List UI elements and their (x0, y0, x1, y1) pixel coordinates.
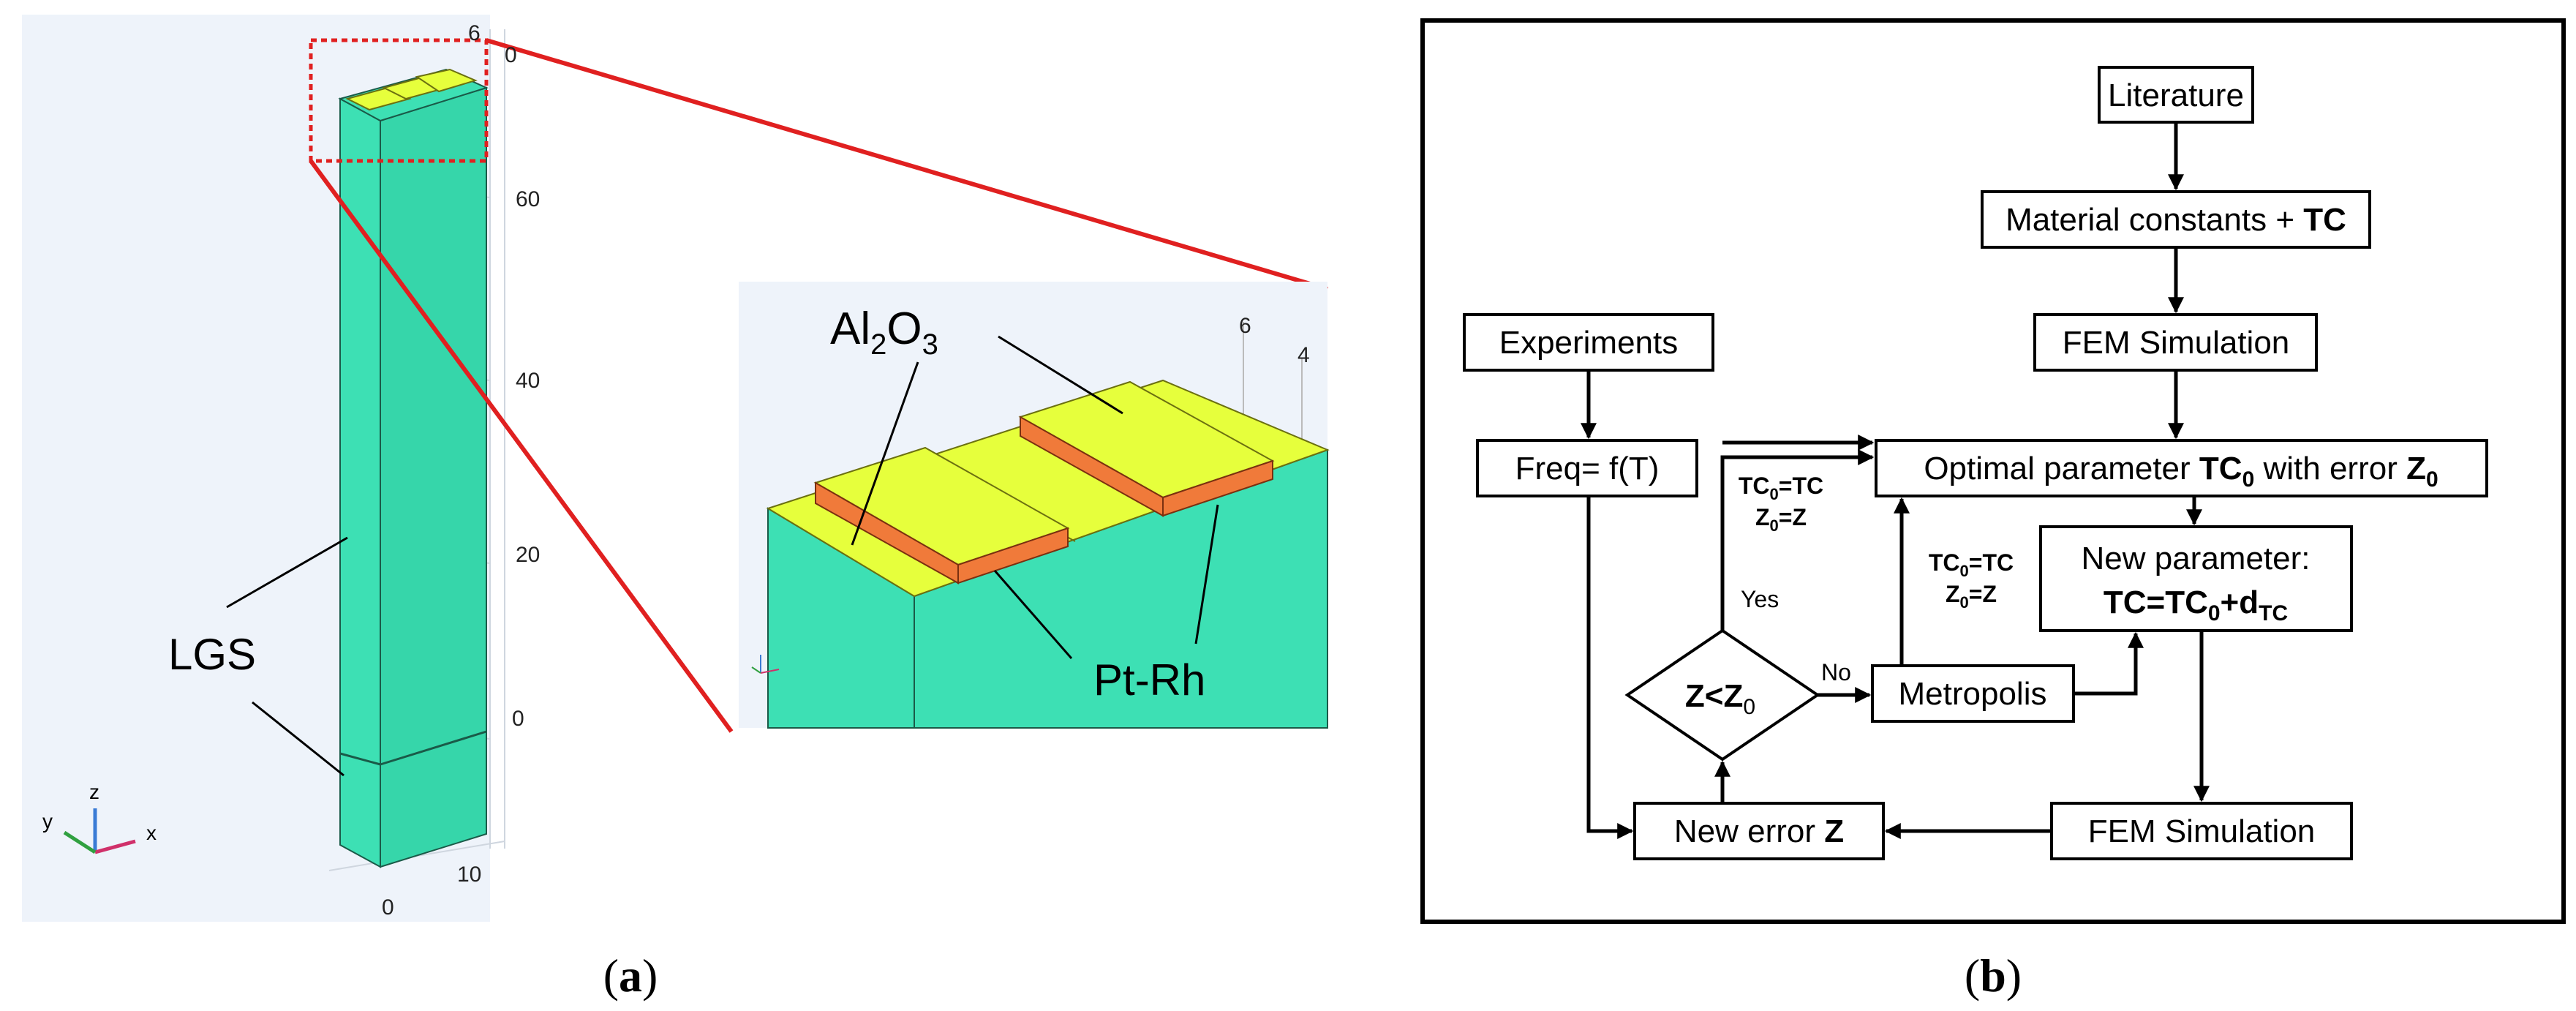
material-constants-box (1981, 190, 2371, 249)
caption-b: (b) (1965, 950, 2022, 1001)
inset-electrode-1-end (957, 527, 1069, 585)
new-parameter-line1: New parameter: (2081, 541, 2310, 576)
tick-label: 0 (512, 707, 524, 731)
assign-right-tc: TC0=TC (1929, 549, 2014, 580)
lgs-front-face (339, 97, 381, 868)
optimal-parameter-label: Optimal parameter TC0 with error Z0 (1924, 451, 2438, 492)
lgs-segment-line (339, 752, 381, 766)
al2o3-leader-2 (998, 335, 1123, 415)
lgs-leader-2 (252, 701, 344, 777)
axis-y-label: y (42, 810, 53, 833)
tick-label: 0 (505, 43, 517, 67)
material-constants-label: Material constants + TC (2006, 202, 2346, 238)
assign-right-z: Z0=Z (1946, 581, 1997, 612)
freq-label: Freq= f(T) (1515, 451, 1660, 486)
ptrh-leader-2 (1194, 504, 1219, 644)
lgs-side-face (380, 86, 487, 868)
axis-x-label: x (146, 822, 157, 844)
tick-label: 40 (516, 369, 540, 393)
al2o3-leader-1 (851, 361, 919, 546)
tick-label: 6 (468, 21, 481, 45)
tick-label: 10 (457, 862, 481, 887)
zoom-line-bottom (309, 159, 734, 733)
inset-tick: 6 (1239, 314, 1251, 338)
fem-simulation-top-label: FEM Simulation (2063, 325, 2290, 361)
decision-diamond (1624, 628, 1820, 762)
decision-label: Z<Z0 (1685, 678, 1755, 719)
no-label: No (1821, 659, 1851, 685)
ptrh-label: Pt-Rh (1093, 655, 1205, 704)
freq-box (1476, 439, 1698, 497)
assign-left-tc: TC0=TC (1739, 473, 1823, 503)
lgs-segment-line-2 (380, 730, 487, 766)
fem-simulation-top-box (2033, 313, 2318, 372)
new-error-box (1633, 802, 1885, 860)
fem-simulation-bottom-box (2050, 802, 2353, 860)
lgs-label: LGS (168, 630, 256, 679)
panel-a: 6 0 60 40 20 0 0 10 LGS z x y 6 4 (22, 15, 1330, 1001)
literature-label: Literature (2108, 78, 2244, 113)
axis-triad: z x y (42, 781, 157, 854)
tick-label: 60 (516, 187, 540, 211)
flow-arrows (1581, 122, 2210, 839)
new-parameter-line2: TC=TC0+dTC (2104, 585, 2288, 625)
tick-label: 20 (516, 543, 540, 567)
inset-electrode-2-end (1162, 459, 1273, 517)
zoom-box (309, 38, 489, 163)
lgs-column (338, 68, 489, 868)
new-parameter-box (2039, 525, 2353, 632)
inset-tick: 4 (1298, 343, 1310, 367)
metropolis-label: Metropolis (1899, 676, 2047, 712)
assign-left-z: Z0=Z (1755, 504, 1807, 535)
optimal-parameter-box (1875, 439, 2488, 497)
tick-label: 0 (382, 895, 394, 920)
ptrh-leader-1 (993, 570, 1073, 659)
al2o3-label: Al2O3 (830, 304, 938, 361)
caption-a: (a) (603, 950, 658, 1001)
yes-label: Yes (1741, 586, 1779, 612)
lgs-leader-1 (226, 536, 348, 609)
inset-zoom: 6 4 Al2O3 (739, 282, 1330, 729)
top-film-strip-3 (415, 68, 478, 93)
experiments-box (1463, 313, 1714, 372)
literature-box (2098, 66, 2254, 124)
fem-simulation-bottom-label: FEM Simulation (2088, 813, 2316, 849)
axis-z-label: z (89, 781, 99, 803)
panel-b: Literature Material constants + TC FEM S… (1420, 18, 2566, 1001)
experiments-label: Experiments (1499, 325, 1679, 361)
zoom-line-top (486, 38, 1328, 291)
new-error-label: New error Z (1674, 813, 1844, 849)
